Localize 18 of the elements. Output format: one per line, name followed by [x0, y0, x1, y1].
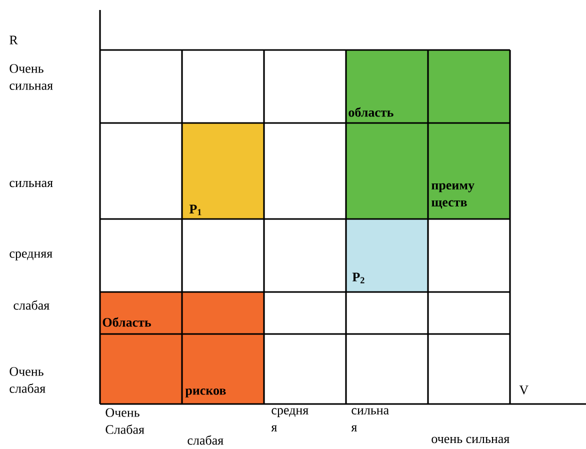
zone-label: преиму ществ: [432, 183, 474, 209]
axis-label: R: [10, 36, 18, 44]
point-label: P$_{1}$: [189, 204, 202, 216]
zone-label: рисков: [185, 388, 226, 398]
column-label: слабая: [188, 435, 224, 445]
row-label: Очень слабая: [10, 367, 46, 393]
zone-label: область: [348, 107, 394, 117]
row-label: слабая: [14, 300, 50, 310]
column-label: очень сильная: [432, 436, 510, 444]
column-label: сильна я: [351, 408, 389, 432]
zone-label: Область: [102, 317, 151, 327]
axis-label: V: [519, 386, 528, 394]
column-label: средня я: [271, 408, 308, 432]
row-label: Очень сильная: [10, 64, 53, 90]
row-label: сильная: [10, 180, 53, 188]
row-label: средняя: [10, 252, 52, 260]
point-label: P$_{2}$: [352, 272, 364, 284]
column-label: Очень Слабая: [106, 408, 144, 434]
